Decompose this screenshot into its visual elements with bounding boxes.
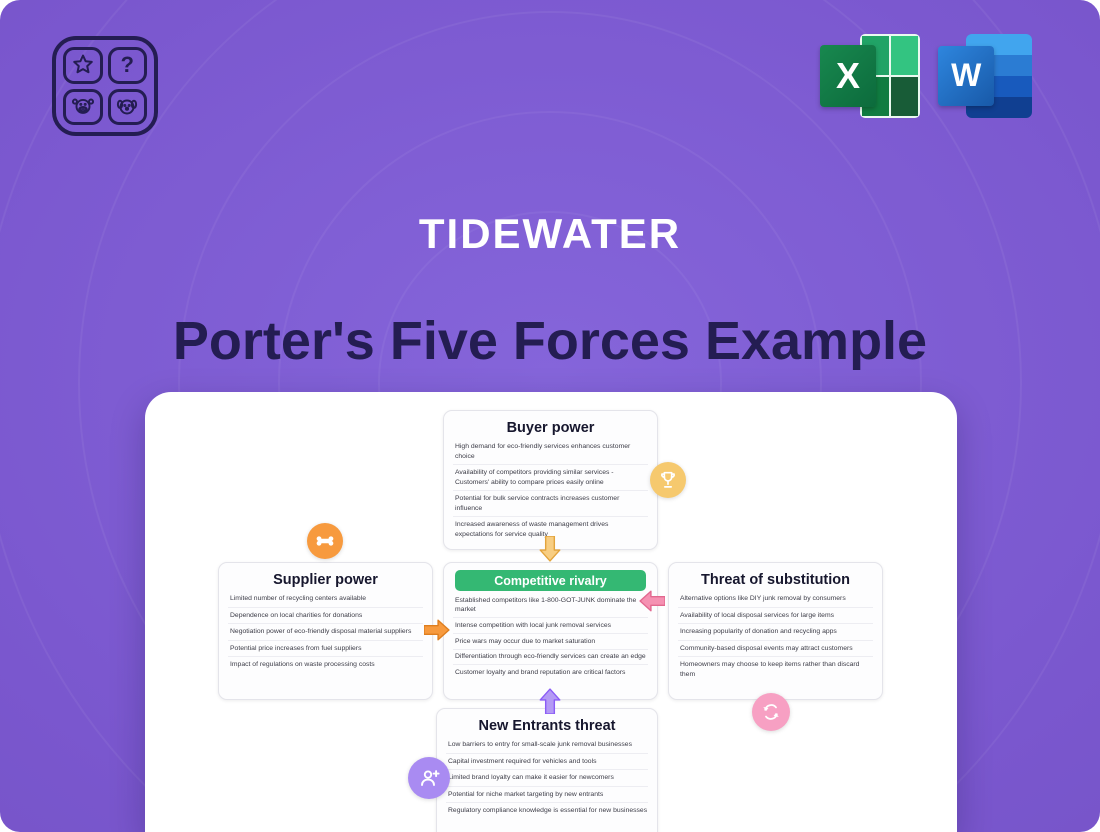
bone-icon bbox=[307, 523, 343, 559]
bullet-item: Homeowners may choose to keep items rath… bbox=[678, 656, 873, 682]
bullet-item: Potential for bulk service contracts inc… bbox=[453, 490, 648, 516]
bullet-item: Limited number of recycling centers avai… bbox=[230, 595, 367, 602]
supplier-power-box: Supplier power Limited number of recycli… bbox=[218, 562, 433, 700]
bullet-item: Established competitors like 1-800-GOT-J… bbox=[455, 596, 637, 614]
bullet-item: Availability of local disposal services … bbox=[678, 606, 873, 624]
bullet-item: Customer loyalty and brand reputation ar… bbox=[453, 664, 648, 680]
buyer-power-box: Buyer power High demand for eco-friendly… bbox=[443, 410, 658, 550]
bullet-item: Increased awareness of waste management … bbox=[453, 516, 648, 542]
threat-substitution-box: Threat of substitution Alternative optio… bbox=[668, 562, 883, 700]
bullet-item: Limited brand loyalty can make it easier… bbox=[446, 769, 648, 786]
bullet-item: Intense competition with local junk remo… bbox=[453, 617, 648, 633]
recycle-icon bbox=[752, 693, 790, 731]
bullet-item: Low barriers to entry for small-scale ju… bbox=[448, 741, 632, 748]
excel-letter: X bbox=[820, 44, 876, 108]
question-icon: ? bbox=[107, 47, 147, 84]
bullet-item: Increasing popularity of donation and re… bbox=[678, 623, 873, 640]
diagram-card: Buyer power High demand for eco-friendly… bbox=[145, 392, 957, 832]
cow-icon bbox=[63, 88, 103, 125]
box-title: Supplier power bbox=[273, 572, 378, 588]
bullet-item: Regulatory compliance knowledge is essen… bbox=[446, 802, 648, 819]
box-title: Threat of substitution bbox=[700, 572, 850, 588]
dog-icon bbox=[107, 88, 147, 125]
bullet-item: Dependence on local charities for donati… bbox=[228, 606, 423, 624]
bullet-item: Availability of competitors providing si… bbox=[453, 464, 648, 490]
rivalry-header: Competitive rivalry bbox=[455, 570, 646, 591]
box-title: New Entrants threat bbox=[478, 718, 616, 734]
bullet-item: Potential for niche market targeting by … bbox=[446, 785, 648, 803]
arrow-left-icon bbox=[639, 590, 665, 612]
person-add-icon bbox=[408, 757, 450, 799]
brand-logo: ? bbox=[52, 36, 158, 136]
bullet-item: Community-based disposal events may attr… bbox=[678, 639, 873, 657]
bullet-item: Potential price increases from fuel supp… bbox=[228, 639, 423, 657]
brand-title: TIDEWATER bbox=[418, 210, 682, 257]
excel-icon: X bbox=[820, 30, 920, 122]
box-title: Buyer power bbox=[506, 420, 595, 436]
arrow-down-icon bbox=[539, 536, 561, 562]
bullet-item: High demand for eco-friendly services en… bbox=[455, 443, 631, 460]
star-icon bbox=[63, 47, 103, 84]
word-icon: W bbox=[938, 34, 1032, 118]
new-entrants-box: New Entrants threat Low barriers to entr… bbox=[436, 708, 658, 832]
bullet-item: Capital investment required for vehicles… bbox=[446, 752, 648, 770]
page-title: Porter's Five Forces Example bbox=[172, 311, 928, 371]
bullet-item: Impact of regulations on waste processin… bbox=[228, 656, 423, 673]
bullet-item: Alternative options like DIY junk remova… bbox=[680, 595, 846, 602]
bullet-item: Differentiation through eco-friendly ser… bbox=[453, 648, 648, 665]
arrow-right-icon bbox=[424, 619, 450, 641]
trophy-icon bbox=[650, 462, 686, 498]
competitive-rivalry-box: Competitive rivalry Established competit… bbox=[443, 562, 658, 700]
arrow-up-icon bbox=[539, 688, 561, 714]
bullet-item: Negotiation power of eco-friendly dispos… bbox=[228, 623, 423, 640]
bullet-item: Price wars may occur due to market satur… bbox=[453, 632, 648, 649]
word-letter: W bbox=[938, 45, 995, 107]
